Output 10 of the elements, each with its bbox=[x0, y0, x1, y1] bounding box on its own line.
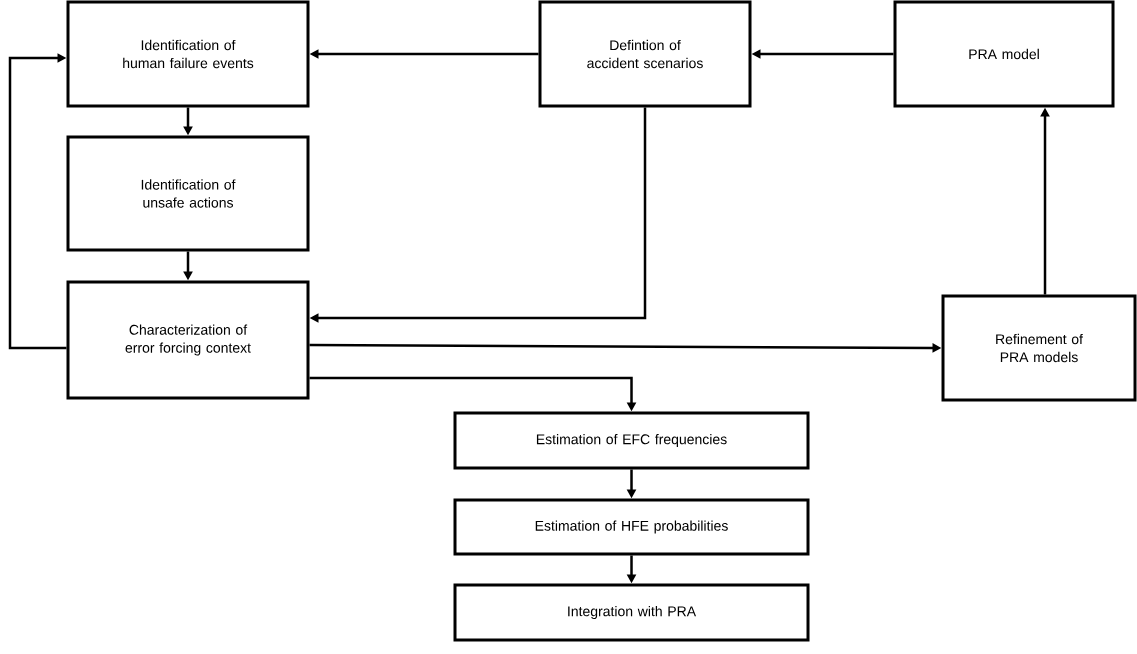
process-box: Estimation of EFC frequencies bbox=[453, 411, 810, 470]
process-box: Defintion of accident scenarios bbox=[538, 0, 752, 108]
process-box: Integration with PRA bbox=[453, 583, 810, 642]
process-box: PRA model bbox=[893, 0, 1115, 108]
arrow bbox=[8, 53, 67, 350]
process-box: Estimation of HFE probabilities bbox=[453, 498, 810, 556]
process-box: Identification of human failure events bbox=[66, 0, 310, 108]
process-box: Identification of unsafe actions bbox=[66, 135, 310, 252]
process-box: Characterization of error forcing context bbox=[66, 280, 310, 400]
process-box: Refinement of PRA models bbox=[941, 294, 1137, 402]
